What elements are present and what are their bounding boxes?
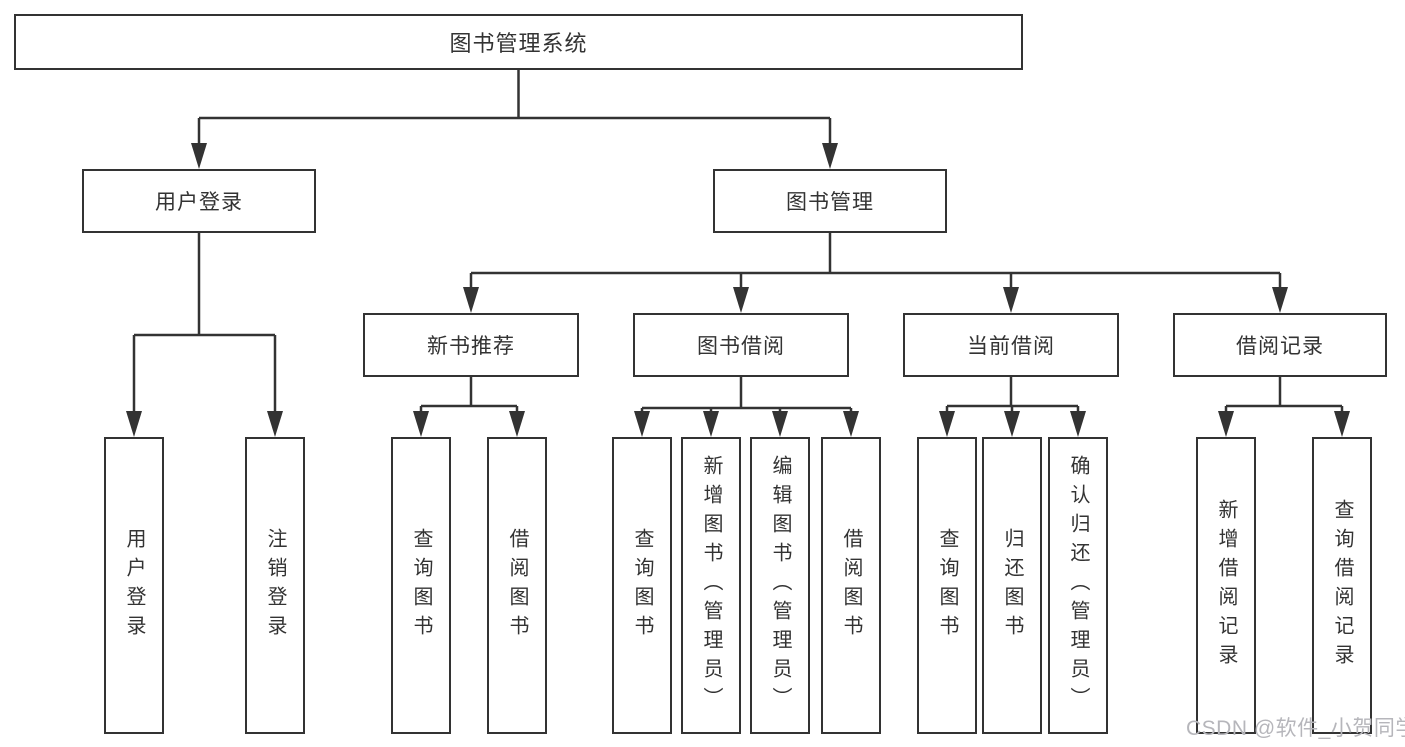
leaf-return-books: 归还图书	[982, 437, 1042, 734]
leaf-query-borrow-record: 查询借阅记录	[1312, 437, 1372, 734]
connector-userlogin-to-leaves	[132, 233, 277, 413]
connector-root-to-level2	[197, 70, 832, 146]
node-book-borrowing: 图书借阅	[633, 313, 849, 377]
node-label: 借阅图书	[506, 527, 528, 644]
node-label: 查询图书	[410, 527, 432, 644]
node-new-book-recommend: 新书推荐	[363, 313, 579, 377]
leaf-confirm-return-admin: 确认归还（管理员）	[1048, 437, 1108, 734]
connector-current-to-leaves	[945, 377, 1080, 414]
node-label: 查询图书	[936, 527, 958, 644]
leaf-query-books-current: 查询图书	[917, 437, 977, 734]
node-label: 查询借阅记录	[1331, 498, 1353, 673]
node-label: 用户登录	[123, 527, 145, 644]
leaf-query-books-recommend: 查询图书	[391, 437, 451, 734]
node-label: 注销登录	[264, 527, 286, 644]
node-label: 编辑图书（管理员）	[769, 455, 791, 716]
leaf-user-login: 用户登录	[104, 437, 164, 734]
node-label: 查询图书	[631, 527, 653, 644]
node-root-system: 图书管理系统	[14, 14, 1023, 70]
node-label: 借阅图书	[840, 527, 862, 644]
node-label: 用户登录	[155, 191, 243, 214]
node-book-management: 图书管理	[713, 169, 947, 233]
csdn-watermark: CSDN @软件_小贺同学	[1186, 717, 1405, 740]
leaf-add-books-admin: 新增图书（管理员）	[681, 437, 741, 734]
node-label: 新书推荐	[427, 335, 515, 358]
node-label: 新增图书（管理员）	[700, 455, 722, 716]
node-label: 图书管理	[786, 191, 874, 214]
node-label: 借阅记录	[1236, 335, 1324, 358]
connector-records-to-leaves	[1224, 377, 1344, 414]
node-label: 图书管理系统	[449, 31, 588, 56]
connector-borrowing-to-leaves	[640, 377, 853, 414]
node-borrowing-records: 借阅记录	[1173, 313, 1387, 377]
connector-bookmgmt-to-level3	[469, 233, 1282, 290]
node-user-login: 用户登录	[82, 169, 316, 233]
leaf-add-borrow-record: 新增借阅记录	[1196, 437, 1256, 734]
node-label: 确认归还（管理员）	[1067, 455, 1089, 716]
node-label: 新增借阅记录	[1215, 498, 1237, 673]
leaf-edit-books-admin: 编辑图书（管理员）	[750, 437, 810, 734]
leaf-borrow-books-recommend: 借阅图书	[487, 437, 547, 734]
leaf-logout: 注销登录	[245, 437, 305, 734]
leaf-borrow-books-borrowing: 借阅图书	[821, 437, 881, 734]
node-current-borrowing: 当前借阅	[903, 313, 1119, 377]
node-label: 当前借阅	[967, 335, 1055, 358]
connector-recommend-to-leaves	[419, 377, 519, 414]
leaf-query-books-borrowing: 查询图书	[612, 437, 672, 734]
node-label: 图书借阅	[697, 335, 785, 358]
node-label: 归还图书	[1001, 527, 1023, 644]
